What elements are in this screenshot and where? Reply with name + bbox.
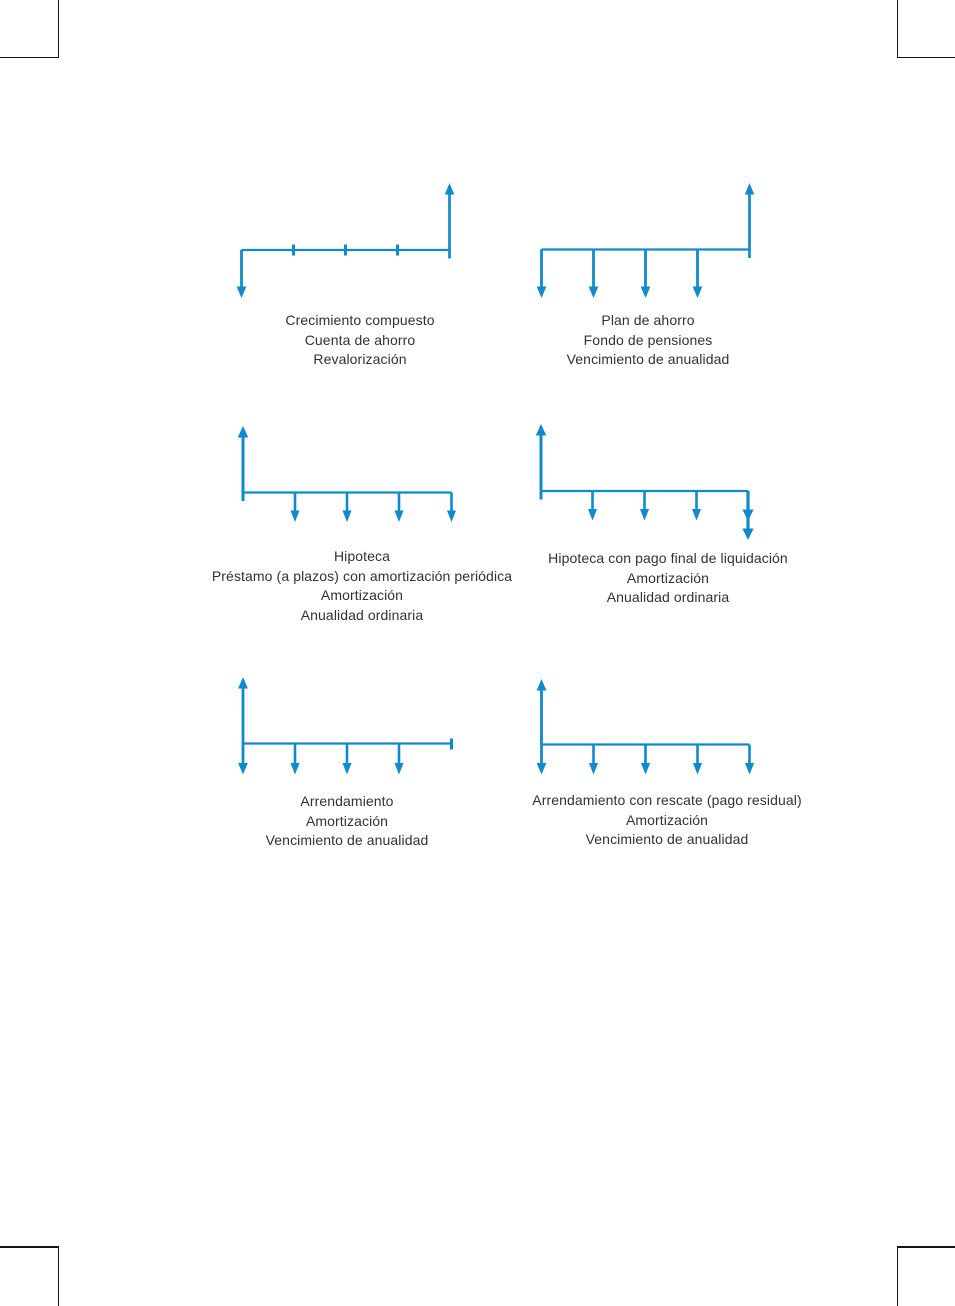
caption-line: Anualidad ordinaria <box>300 606 424 623</box>
caption-line: Fondo de pensiones <box>583 331 713 348</box>
caption-line: Revalorización <box>313 351 407 367</box>
caption-hipoteca-con-pago-final: Hipoteca con pago final de liquidación A… <box>548 549 788 608</box>
crop-mark-top-right-horizontal <box>897 56 955 59</box>
flow-arrowhead <box>394 763 404 775</box>
caption-line: Plan de ahorro <box>601 312 695 328</box>
flow-arrowhead <box>692 286 703 298</box>
caption-plan-de-ahorro: Plan de ahorro Fondo de pensiones Vencim… <box>567 311 730 370</box>
flow-arrowhead <box>640 286 651 298</box>
flow-arrowhead <box>536 286 547 298</box>
caption-line: Hipoteca <box>333 548 391 564</box>
flow-arrowhead <box>742 528 754 540</box>
flow-arrowhead <box>342 510 352 522</box>
caption-arrendamiento: Arrendamiento Amortización Vencimiento d… <box>266 792 429 851</box>
flow-arrowhead <box>744 763 755 775</box>
flow-arrowhead <box>394 510 404 522</box>
crop-mark-top-right-vertical <box>896 0 899 58</box>
caption-line: Amortización <box>626 569 710 586</box>
flow-arrowhead <box>588 286 599 298</box>
crop-mark-bottom-right-horizontal <box>897 1245 955 1248</box>
caption-line: Préstamo (a plazos) con amortización per… <box>211 567 513 584</box>
flow-arrowhead <box>639 509 650 521</box>
caption-crecimiento-compuesto: Crecimiento compuesto Cuenta de ahorro R… <box>285 311 434 370</box>
flow-arrowhead <box>536 679 547 691</box>
caption-arrendamiento-con-rescate: Arrendamiento con rescate (pago residual… <box>532 791 801 850</box>
caption-line: Cuenta de ahorro <box>304 331 416 348</box>
caption-line: Amortización <box>625 811 709 828</box>
flow-arrowhead <box>290 763 300 775</box>
flow-arrowhead <box>238 677 248 689</box>
caption-line: Amortización <box>320 587 404 603</box>
flow-arrowhead <box>742 509 754 521</box>
flow-arrowhead <box>588 763 599 775</box>
crop-mark-top-left-horizontal <box>0 56 59 59</box>
flow-arrowhead <box>237 426 249 438</box>
flow-arrowhead <box>238 763 248 775</box>
caption-line: Arrendamiento con rescate (pago residual… <box>532 792 802 808</box>
caption-line: Vencimiento de anualidad <box>585 831 749 847</box>
flow-arrowhead <box>535 424 547 436</box>
flow-arrowhead <box>236 286 247 298</box>
flow-arrowhead <box>444 183 455 195</box>
crop-mark-bottom-right-vertical <box>896 1246 899 1306</box>
caption-line: Vencimiento de anualidad <box>265 832 429 848</box>
flow-arrowhead <box>587 509 598 521</box>
flow-arrowhead <box>640 763 651 775</box>
flow-arrowhead <box>744 183 755 195</box>
flow-arrowhead <box>536 763 547 775</box>
crop-mark-bottom-left-horizontal <box>0 1245 59 1248</box>
caption-line: Anualidad ordinaria <box>606 589 730 605</box>
caption-line: Vencimiento de anualidad <box>566 351 730 367</box>
flow-arrowhead <box>692 763 703 775</box>
crop-mark-top-left-vertical <box>57 0 60 58</box>
flow-arrowhead <box>446 510 457 522</box>
crop-mark-bottom-left-vertical <box>57 1246 60 1306</box>
caption-line: Amortización <box>305 812 389 829</box>
caption-line: Crecimiento compuesto <box>285 312 435 328</box>
flow-arrowhead <box>290 510 300 522</box>
caption-hipoteca: Hipoteca Préstamo (a plazos) con amortiz… <box>212 547 512 625</box>
flow-arrowhead <box>342 763 352 775</box>
caption-line: Arrendamiento <box>300 793 394 809</box>
caption-line: Hipoteca con pago final de liquidación <box>548 550 788 566</box>
flow-arrowhead <box>691 509 702 521</box>
